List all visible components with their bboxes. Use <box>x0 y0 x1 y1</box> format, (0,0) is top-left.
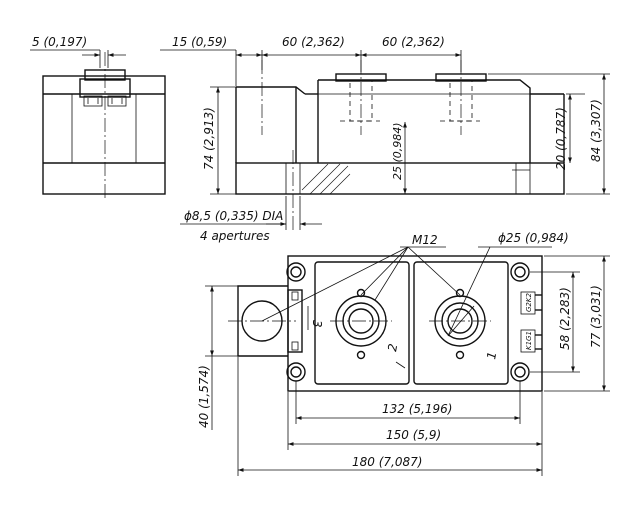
terminal-3-label: 3 <box>310 320 324 328</box>
dim-terminal-dia: ϕ25 (0,984) <box>498 231 569 245</box>
dim-58: 58 (2,283) <box>558 287 572 350</box>
top-view: 3 2 1 G2K2 K1G1 M12 ϕ25 (0,984) 58 (2,28… <box>197 231 610 476</box>
dim-60a: 60 (2,362) <box>282 35 345 49</box>
dim-74: 74 (2,913) <box>202 107 216 170</box>
dim-84: 84 (3,307) <box>589 99 603 162</box>
terminal-2-label: 2 <box>385 343 400 353</box>
pin-g2k2-label: G2K2 <box>525 293 533 312</box>
dim-hole: ϕ8,5 (0,335) DIA <box>184 209 283 223</box>
dim-132: 132 (5,196) <box>382 402 452 416</box>
dim-25: 25 (0,984) <box>391 122 404 180</box>
terminal-1-label: 1 <box>484 351 499 361</box>
dim-180: 180 (7,087) <box>352 455 422 469</box>
thread-label: M12 <box>412 233 438 247</box>
dim-20: 20 (0,787) <box>554 107 568 170</box>
side-view: 5 (0,197) <box>30 35 166 200</box>
dim-15: 15 (0,59) <box>172 35 227 49</box>
dim-77: 77 (3,031) <box>589 285 603 348</box>
apertures-label: 4 apertures <box>200 229 270 243</box>
front-view: 15 (0,59) 60 (2,362) 60 (2,362) 20 (0,78… <box>160 35 610 243</box>
dim-40: 40 (1,574) <box>197 365 211 428</box>
dim-60b: 60 (2,362) <box>382 35 445 49</box>
dim-150: 150 (5,9) <box>386 428 441 442</box>
dim-5: 5 (0,197) <box>32 35 87 49</box>
pin-k1g1-label: K1G1 <box>525 331 533 350</box>
